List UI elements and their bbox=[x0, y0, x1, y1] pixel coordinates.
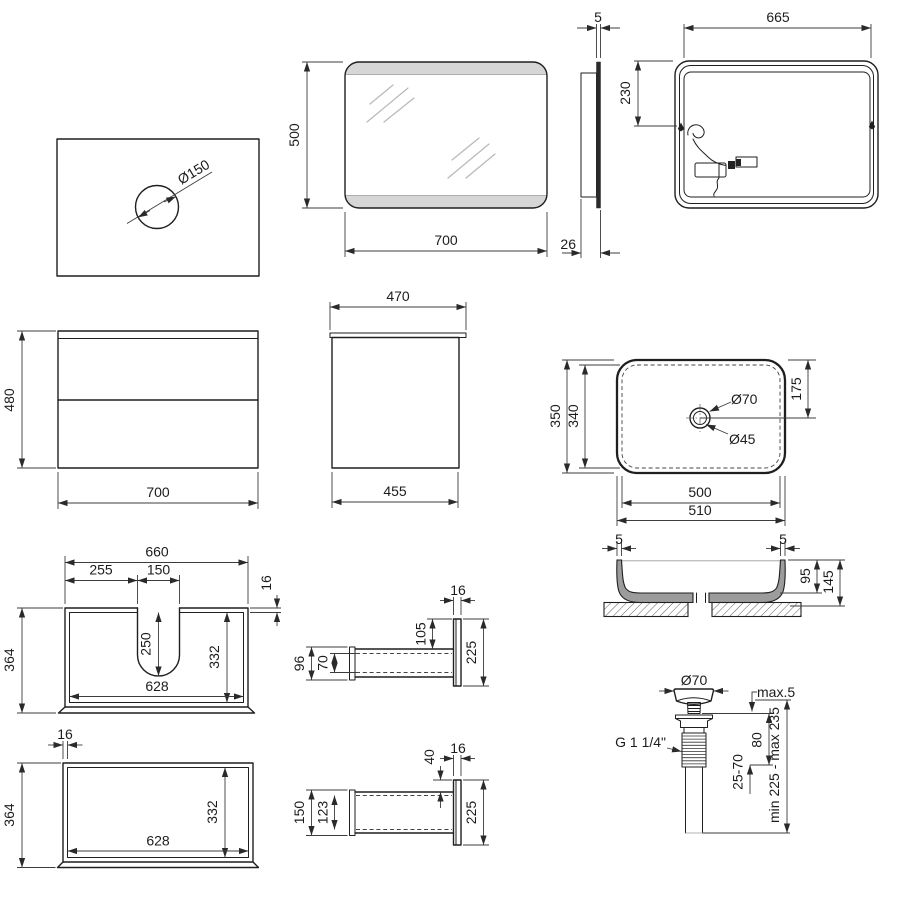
dim-drawer1-top-drop: 105 bbox=[413, 622, 429, 646]
drain-valve-view: Ø70 max.5 80 25-70 min 225 - max 235 G 1… bbox=[615, 672, 795, 834]
mirror-reflection-marks bbox=[366, 84, 496, 179]
dim-basin-outer-length: 510 bbox=[688, 502, 712, 518]
dim-drain-thread: G 1 1/4" bbox=[615, 734, 666, 750]
mirror-back-view: 665 230 bbox=[617, 9, 879, 209]
dim-drain-deck-max: max.5 bbox=[757, 684, 795, 700]
dim-basin-inner-width: 340 bbox=[565, 404, 581, 428]
drain-thread bbox=[681, 732, 707, 768]
dim-drawer1-cutout-depth: 250 bbox=[138, 632, 154, 656]
drain-flange bbox=[675, 714, 713, 728]
dim-mirror-back-width: 665 bbox=[766, 9, 790, 25]
mirror-side-view: 5 26 bbox=[560, 9, 620, 258]
dim-drawer2-front-thickness: 16 bbox=[450, 740, 466, 756]
dim-drawer1-back-height: 96 bbox=[291, 656, 307, 672]
dim-drawer1-inner-depth: 332 bbox=[206, 645, 222, 669]
drawer-lower-side-view: 16 40 225 150 123 bbox=[291, 740, 489, 846]
basin-top-view: Ø70 Ø45 175 350 340 500 510 bbox=[547, 358, 816, 526]
drawer-upper-side-view: 16 105 225 96 70 bbox=[291, 582, 489, 687]
dim-drawer1-inner-width: 628 bbox=[145, 678, 169, 694]
dim-mirror-height: 500 bbox=[286, 123, 302, 147]
cabinet-front-view: 480 700 bbox=[1, 330, 259, 509]
mount-bracket-right bbox=[868, 120, 876, 130]
dim-drawer1-front-height: 225 bbox=[463, 641, 479, 665]
led-driver-box bbox=[694, 156, 758, 178]
dim-drawer2-top-drop: 40 bbox=[421, 749, 437, 765]
dim-drain-clamp-range: 25-70 bbox=[730, 754, 746, 790]
dim-drawer2-inner-height: 123 bbox=[315, 801, 331, 825]
dim-cabinet-width: 700 bbox=[146, 484, 170, 500]
dim-basin-hole-top: Ø70 bbox=[731, 391, 758, 407]
dim-basin-wall-right: 5 bbox=[779, 531, 787, 547]
dim-drain-length-range: min 225 - max 235 bbox=[766, 707, 782, 823]
dim-drain-cap: Ø70 bbox=[681, 672, 708, 688]
cabinet-side-view: 470 455 bbox=[329, 288, 467, 508]
dim-countertop-hole: Ø150 bbox=[175, 156, 213, 187]
dim-drawer1-left-to-cutout: 255 bbox=[89, 562, 113, 578]
dim-basin-inner-length: 500 bbox=[688, 484, 712, 500]
dim-basin-total-height: 145 bbox=[820, 570, 836, 594]
dim-basin-wall-left: 5 bbox=[615, 531, 623, 547]
dim-drawer2-wall: 16 bbox=[57, 726, 73, 742]
dim-drawer1-depth: 364 bbox=[1, 648, 17, 672]
dim-drawer1-width: 660 bbox=[145, 544, 169, 560]
dim-mirror-width: 700 bbox=[434, 232, 458, 248]
drawer-upper-top-view: 660 255 150 16 364 250 332 628 bbox=[1, 544, 281, 714]
dim-cabinet-top-depth: 470 bbox=[386, 288, 410, 304]
dim-basin-bowl-depth: 95 bbox=[797, 568, 813, 584]
dim-drawer2-depth: 364 bbox=[1, 803, 17, 827]
dim-drawer1-inner-height: 70 bbox=[315, 655, 331, 671]
dim-basin-outer-width: 350 bbox=[547, 404, 563, 428]
countertop-top-view: Ø150 bbox=[56, 138, 260, 277]
drawer-lower-top-view: 16 364 332 628 bbox=[1, 726, 260, 869]
drain-cap bbox=[673, 688, 715, 705]
power-cable bbox=[687, 124, 727, 197]
dim-mount-offset: 230 bbox=[617, 81, 633, 105]
countertop-hole bbox=[134, 184, 180, 230]
countertop-section-left bbox=[603, 601, 689, 618]
dim-drain-body: 80 bbox=[749, 732, 765, 748]
dim-drawer2-inner-width: 628 bbox=[146, 833, 170, 849]
dim-mirror-depth: 26 bbox=[560, 236, 576, 252]
drain-tailpipe bbox=[685, 766, 703, 834]
dim-drawer2-back-height: 150 bbox=[291, 801, 307, 825]
dim-drawer2-inner-depth: 332 bbox=[204, 800, 220, 824]
dim-drawer2-front-height: 225 bbox=[463, 801, 479, 825]
countertop-section-right bbox=[711, 601, 802, 618]
dim-basin-hole-drain: Ø45 bbox=[729, 431, 756, 447]
dim-drawer1-cutout-width: 150 bbox=[147, 562, 171, 578]
dim-cabinet-height: 480 bbox=[1, 388, 17, 412]
dim-cabinet-body-depth: 455 bbox=[383, 483, 407, 499]
mirror-front-view: 500 700 bbox=[286, 61, 548, 257]
dim-drawer1-wall: 16 bbox=[258, 575, 274, 591]
basin-section-view: 5 5 95 145 bbox=[602, 531, 845, 618]
mirror-led-band-bottom bbox=[345, 195, 547, 208]
mount-bracket-left bbox=[677, 122, 685, 132]
dim-basin-drain-offset: 175 bbox=[788, 377, 804, 401]
mirror-led-band-top bbox=[345, 62, 547, 75]
dim-drawer1-front-thickness: 16 bbox=[450, 582, 466, 598]
dim-mirror-glass-thickness: 5 bbox=[594, 9, 602, 25]
